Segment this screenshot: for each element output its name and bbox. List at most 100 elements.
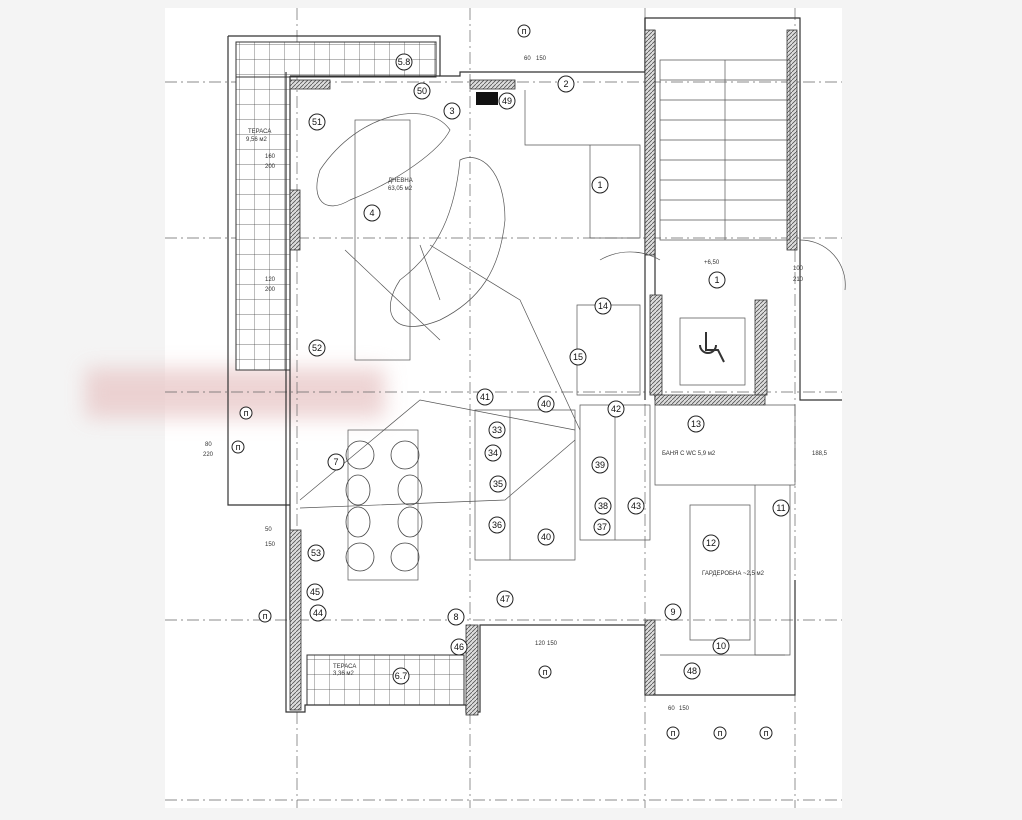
svg-text:п: п [522,26,527,36]
svg-text:п: п [263,611,268,621]
axis-marker: п [666,726,680,740]
axis-marker: п [713,726,727,740]
dim-w4h: 150 [265,542,276,548]
dim-h1: 188,5 [812,451,828,457]
svg-text:43: 43 [631,501,641,511]
callout-6.7: 6.7 [392,667,410,685]
callout-2: 2 [557,75,575,93]
svg-text:11: 11 [776,503,785,513]
svg-text:5.8: 5.8 [398,57,411,67]
callout-9: 9 [664,603,682,621]
axis-marker: п [538,665,552,679]
svg-text:52: 52 [312,343,322,353]
axis-marker: п [517,24,531,38]
living-name: ДНЕВНА [388,178,413,184]
svg-text:51: 51 [312,117,322,127]
dim-w8h: 150 [679,706,690,712]
svg-text:53: 53 [311,548,321,558]
dim-w6: 100 [793,266,804,272]
svg-text:8: 8 [453,612,458,622]
axis-markers: п п п п п п п п [231,24,773,740]
svg-text:36: 36 [492,520,502,530]
walls [227,17,842,716]
svg-text:13: 13 [691,419,701,429]
svg-text:7: 7 [333,457,338,467]
callout-5.8: 5.8 [395,53,413,71]
callout-36: 36 [488,516,506,534]
callout-14: 14 [594,297,612,315]
terrace-top-tiles [235,41,291,371]
callout-35: 35 [489,475,507,493]
callout-46: 46 [450,638,468,656]
svg-text:48: 48 [687,666,697,676]
callout-40: 40 [537,528,555,546]
svg-text:14: 14 [598,301,608,311]
terrace-bottom-tiles [306,654,465,706]
callout-38: 38 [594,497,612,515]
svg-text:п: п [236,442,241,452]
axis-marker: п [231,440,245,454]
dim-w1h: 200 [265,164,276,170]
callout-33: 33 [488,421,506,439]
level-mark: +6,50 [704,260,720,266]
dim-w5: 60 [524,56,531,62]
callout-44: 44 [309,604,327,622]
callout-8: 8 [447,608,465,626]
svg-text:п: п [543,667,548,677]
svg-text:33: 33 [492,425,502,435]
callout-50: 50 [413,82,431,100]
svg-text:п: п [764,728,769,738]
callout-1: 1 [708,271,726,289]
callout-42: 42 [607,400,625,418]
callout-12: 12 [702,534,720,552]
callout-4: 4 [363,204,381,222]
callout-10: 10 [712,637,730,655]
svg-text:п: п [718,728,723,738]
interior-lines [299,59,846,656]
svg-text:10: 10 [716,641,726,651]
callout-41: 41 [476,388,494,406]
dim-w7: 120 [535,641,546,647]
wheelchair-icon [699,332,725,363]
svg-text:39: 39 [595,460,605,470]
callout-7: 7 [327,453,345,471]
svg-text:34: 34 [488,448,498,458]
dim-w8: 60 [668,706,675,712]
svg-text:40: 40 [541,532,551,542]
terrace-top-area: 9,56 м2 [246,137,267,143]
callout-43: 43 [627,497,645,515]
callout-49: 49 [498,92,516,110]
terrace-bottom-name: ТЕРАСА [333,664,356,670]
living-area: 63,05 м2 [388,186,413,192]
svg-text:9: 9 [670,607,675,617]
callout-13: 13 [687,415,705,433]
svg-text:35: 35 [493,479,503,489]
bathroom-name: БАНЯ С WC 5,9 м2 [662,451,716,457]
callout-1: 1 [591,176,609,194]
svg-text:50: 50 [417,86,427,96]
svg-text:2: 2 [563,79,568,89]
wardrobe-name: ГАРДЕРОБНА ~2,5 м2 [702,571,765,577]
axis-marker: п [258,609,272,623]
dim-w4: 50 [265,527,272,533]
callout-3: 3 [443,102,461,120]
callout-39: 39 [591,456,609,474]
dim-w2h: 200 [265,287,276,293]
svg-text:37: 37 [597,522,607,532]
terrace-top-name: ТЕРАСА [248,129,271,135]
svg-text:12: 12 [706,538,716,548]
callout-51: 51 [308,113,326,131]
blurred-watermark [85,368,385,418]
dim-w3h: 220 [203,452,214,458]
chairs [345,440,423,572]
callout-11: 11 [772,499,790,517]
axis-marker: п [239,406,253,420]
dim-w5h: 150 [536,56,547,62]
callout-53: 53 [307,544,325,562]
svg-text:44: 44 [313,608,323,618]
svg-text:46: 46 [454,642,464,652]
callout-34: 34 [484,444,502,462]
svg-text:41: 41 [480,392,490,402]
